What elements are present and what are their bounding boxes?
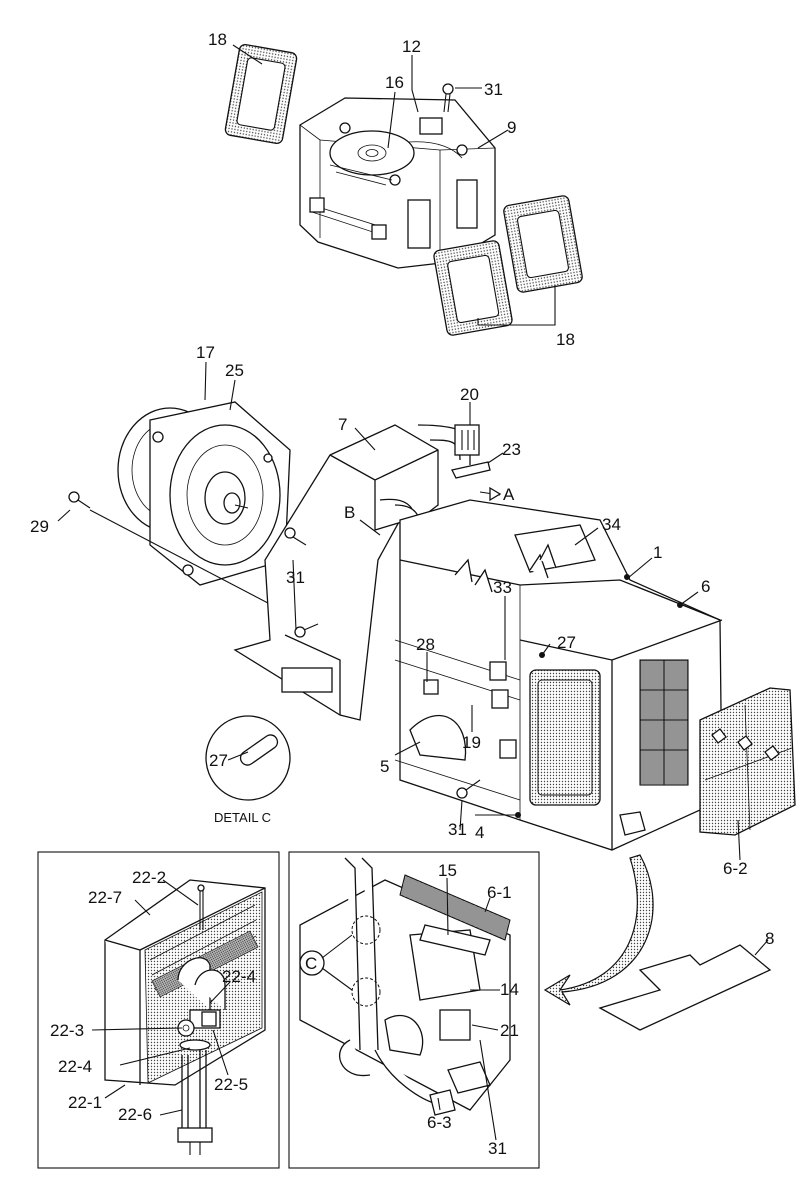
curved-arrow xyxy=(543,854,654,1006)
label-7: 7 xyxy=(338,415,347,434)
label-22-4-bottom: 22-4 xyxy=(58,1057,92,1076)
label-29: 29 xyxy=(30,517,49,536)
label-20: 20 xyxy=(460,385,479,404)
label-8: 8 xyxy=(765,929,774,948)
evaporator-22 xyxy=(104,879,266,1155)
label-6-1: 6-1 xyxy=(487,883,512,902)
screw-31-left xyxy=(284,527,319,638)
blower-motor-17-25 xyxy=(117,401,291,586)
screw-31-top xyxy=(442,83,454,113)
label-15: 15 xyxy=(438,861,457,880)
blower-housing-9 xyxy=(299,97,496,269)
panel-evaporator xyxy=(37,851,280,1169)
label-25: 25 xyxy=(225,361,244,380)
label-22-2: 22-2 xyxy=(132,868,166,887)
label-22-4-top: 22-4 xyxy=(222,967,256,986)
label-33: 33 xyxy=(493,578,512,597)
label-31-panel: 31 xyxy=(488,1139,507,1158)
label-31-left: 31 xyxy=(286,568,305,587)
label-34: 34 xyxy=(602,515,621,534)
label-9: 9 xyxy=(507,118,516,137)
screw-29 xyxy=(68,491,91,509)
gasket-18-right-pair xyxy=(433,195,583,336)
label-22-5: 22-5 xyxy=(214,1075,248,1094)
label-27-detail: 27 xyxy=(209,751,228,770)
detail-c-circle xyxy=(205,715,291,801)
callout-c-circle xyxy=(299,950,325,976)
caption-detail-c: DETAIL C xyxy=(214,810,271,825)
label-28: 28 xyxy=(416,635,435,654)
label-14: 14 xyxy=(500,980,519,999)
label-4: 4 xyxy=(475,823,484,842)
label-6-3: 6-3 xyxy=(427,1113,452,1132)
label-27: 27 xyxy=(557,633,576,652)
label-12: 12 xyxy=(402,37,421,56)
label-6: 6 xyxy=(701,577,710,596)
actuator-detail xyxy=(299,857,511,1116)
hvac-unit-body xyxy=(394,499,723,851)
panel-actuator xyxy=(288,851,540,1169)
label-18-top: 18 xyxy=(208,30,227,49)
label-31-bottom: 31 xyxy=(448,820,467,839)
callout-labels: 18 12 16 31 9 18 17 25 20 7 23 A B 29 34… xyxy=(30,30,774,1158)
label-22-1: 22-1 xyxy=(68,1093,102,1112)
label-A: A xyxy=(503,485,515,504)
label-19: 19 xyxy=(462,733,481,752)
label-B: B xyxy=(344,503,355,522)
label-17: 17 xyxy=(196,343,215,362)
label-31-top: 31 xyxy=(484,80,503,99)
label-22-6: 22-6 xyxy=(118,1105,152,1124)
label-16: 16 xyxy=(385,73,404,92)
part-8-plate xyxy=(598,944,772,1031)
label-1: 1 xyxy=(653,543,662,562)
label-6-2: 6-2 xyxy=(723,859,748,878)
label-5: 5 xyxy=(380,757,389,776)
label-18-bottom: 18 xyxy=(556,330,575,349)
label-21: 21 xyxy=(500,1021,519,1040)
gasket-18-top-left xyxy=(224,43,298,145)
label-22-3: 22-3 xyxy=(50,1021,84,1040)
filter-6-2 xyxy=(699,687,796,836)
screw-31-bottom xyxy=(456,779,481,799)
label-23: 23 xyxy=(502,440,521,459)
label-22-7: 22-7 xyxy=(88,888,122,907)
label-C: C xyxy=(305,954,317,973)
